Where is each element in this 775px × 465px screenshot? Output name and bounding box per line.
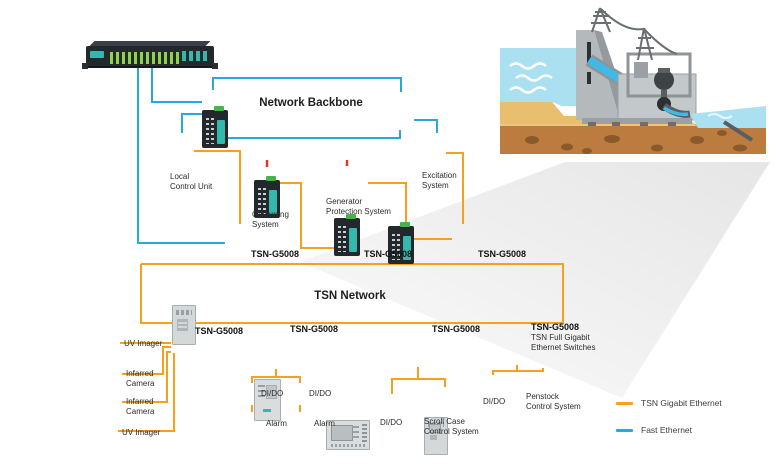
- dido-4-label: DI/DO: [483, 397, 506, 406]
- backbone-switch-3: [334, 214, 360, 256]
- uv-imager-2-label: UV Imager: [122, 428, 161, 437]
- excitation-system-device: [424, 417, 448, 455]
- teal-panel: [349, 228, 357, 252]
- terminal-block: [346, 214, 356, 219]
- backbone-switch-2: [254, 176, 280, 218]
- network-backbone-title: Network Backbone: [259, 97, 363, 109]
- tsn-switch-mid-3-label: TSN-G5008: [478, 249, 527, 259]
- dido-3-label: DI/DO: [380, 418, 403, 427]
- tsn-switch-mid-2-label: TSN-G5008: [364, 249, 413, 259]
- tsn-gigabit-lines: [118, 150, 564, 432]
- zoom-beam: [300, 162, 770, 398]
- generator-protection-system-label: Generator Protection System: [326, 197, 391, 216]
- uv-imager-1-label: UV Imager: [124, 339, 163, 348]
- terminal-block: [214, 106, 224, 111]
- terminal-block: [266, 176, 276, 181]
- tsn-switch-bottom-4-sublabel: TSN Full Gigabit Ethernet Switches: [531, 333, 596, 352]
- teal-panel: [217, 120, 225, 144]
- moxa-logo-badge: [90, 51, 104, 58]
- backbone-switch-4: [388, 222, 414, 264]
- legend-tsn-gigabit-swatch: [616, 401, 633, 405]
- alarm-2-label: Alarm: [314, 419, 335, 428]
- rack-ear: [82, 63, 88, 69]
- legend: TSN Gigabit Ethernet Fast Ethernet: [616, 396, 722, 437]
- tsn-network-title: TSN Network: [314, 290, 386, 302]
- legend-fast-ethernet-swatch: [616, 428, 633, 432]
- tsn-switch-bottom-3-label: TSN-G5008: [432, 324, 481, 334]
- core-rackmount-switch: [82, 46, 218, 69]
- infarred-camera-2-label: Infarred Camera: [126, 397, 155, 416]
- legend-fast-ethernet-label: Fast Ethernet: [641, 425, 693, 435]
- teal-panel: [269, 190, 277, 214]
- tsn-switch-mid-1-label: TSN-G5008: [251, 249, 300, 259]
- alarm-1-label: Alarm: [266, 419, 287, 428]
- dido-2-label: DI/DO: [309, 389, 332, 398]
- dido-1-label: DI/DO: [261, 389, 284, 398]
- rack-ear: [212, 63, 218, 69]
- sfp-ports: [182, 51, 208, 61]
- device-link-lines: [265, 160, 349, 167]
- tsn-switch-bottom-2-label: TSN-G5008: [290, 324, 339, 334]
- penstock-control-label: Penstock Control System: [526, 392, 581, 411]
- governing-system-label: Governing System: [252, 210, 289, 229]
- backbone-switch-1: [202, 106, 228, 148]
- scroll-case-label: Scroll Case Control System: [424, 417, 479, 436]
- governing-system-device: [254, 379, 281, 421]
- teal-panel: [403, 236, 411, 260]
- infarred-camera-1-label: Infarred Camera: [126, 369, 155, 388]
- tsn-switch-bottom-4-label: TSN-G5008: [531, 322, 580, 332]
- terminal-block: [400, 222, 410, 227]
- local-control-unit-label: Local Control Unit: [170, 172, 213, 191]
- excitation-system-label: Excitation System: [422, 171, 457, 190]
- hydro-plant-illustration: [492, 2, 774, 160]
- local-control-unit-device: [172, 305, 196, 345]
- tsn-switch-bottom-1-label: TSN-G5008: [195, 326, 244, 336]
- generator-protection-system-device: [326, 420, 370, 450]
- ethernet-ports: [110, 50, 180, 66]
- legend-tsn-gigabit-label: TSN Gigabit Ethernet: [641, 398, 722, 408]
